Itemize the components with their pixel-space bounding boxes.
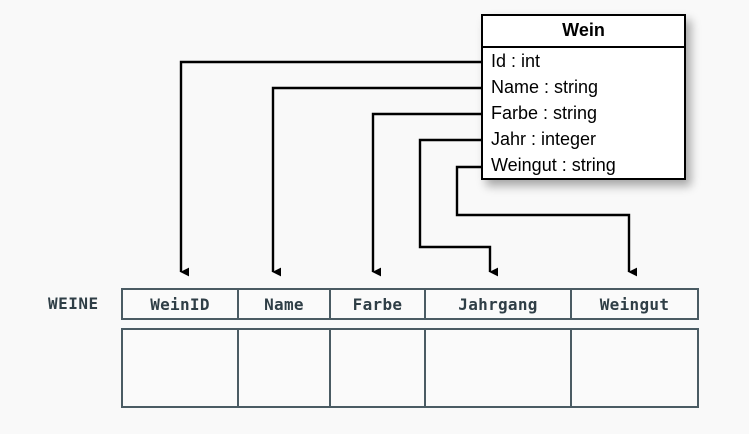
- relational-table[interactable]: WeinID Name Farbe Jahrgang Weingut: [121, 288, 699, 408]
- uml-attribute-list: Id : int Name : string Farbe : string Ja…: [483, 48, 684, 178]
- table-header-weinid: WeinID: [123, 290, 239, 318]
- table-cell-weingut[interactable]: [572, 330, 697, 406]
- table-header-jahrgang: Jahrgang: [426, 290, 572, 318]
- uml-attribute-farbe: Farbe : string: [491, 103, 598, 123]
- uml-attribute-jahr: Jahr : integer: [491, 129, 597, 149]
- connector-farbe-to-farbe: [371, 112, 481, 277]
- uml-attribute-id: Id : int: [491, 51, 541, 71]
- table-cell-jahrgang[interactable]: [426, 330, 572, 406]
- table-header-weingut: Weingut: [599, 294, 670, 314]
- table-header-name: Name: [239, 290, 331, 318]
- table-header-farbe: Farbe: [331, 290, 426, 318]
- uml-class-box[interactable]: Wein Id : int Name : string Farbe : stri…: [481, 14, 686, 180]
- table-cell-weinid[interactable]: [123, 330, 239, 406]
- relational-table-label: WEINE: [48, 294, 99, 313]
- uml-class-name: Wein: [483, 16, 684, 48]
- uml-attribute-name: Name : string: [491, 77, 599, 97]
- connector-name-to-name: [271, 86, 481, 277]
- uml-attribute-weingut: Weingut : string: [491, 155, 616, 175]
- connector-jahr-to-jahrgang: [418, 138, 499, 277]
- table-cell-farbe[interactable]: [331, 330, 426, 406]
- connector-id-to-weinid: [179, 60, 481, 277]
- table-header-row: WeinID Name Farbe Jahrgang Weingut: [121, 288, 699, 320]
- table-row[interactable]: [121, 328, 699, 408]
- connector-weingut-to-weingut: [455, 165, 638, 277]
- table-cell-name[interactable]: [239, 330, 331, 406]
